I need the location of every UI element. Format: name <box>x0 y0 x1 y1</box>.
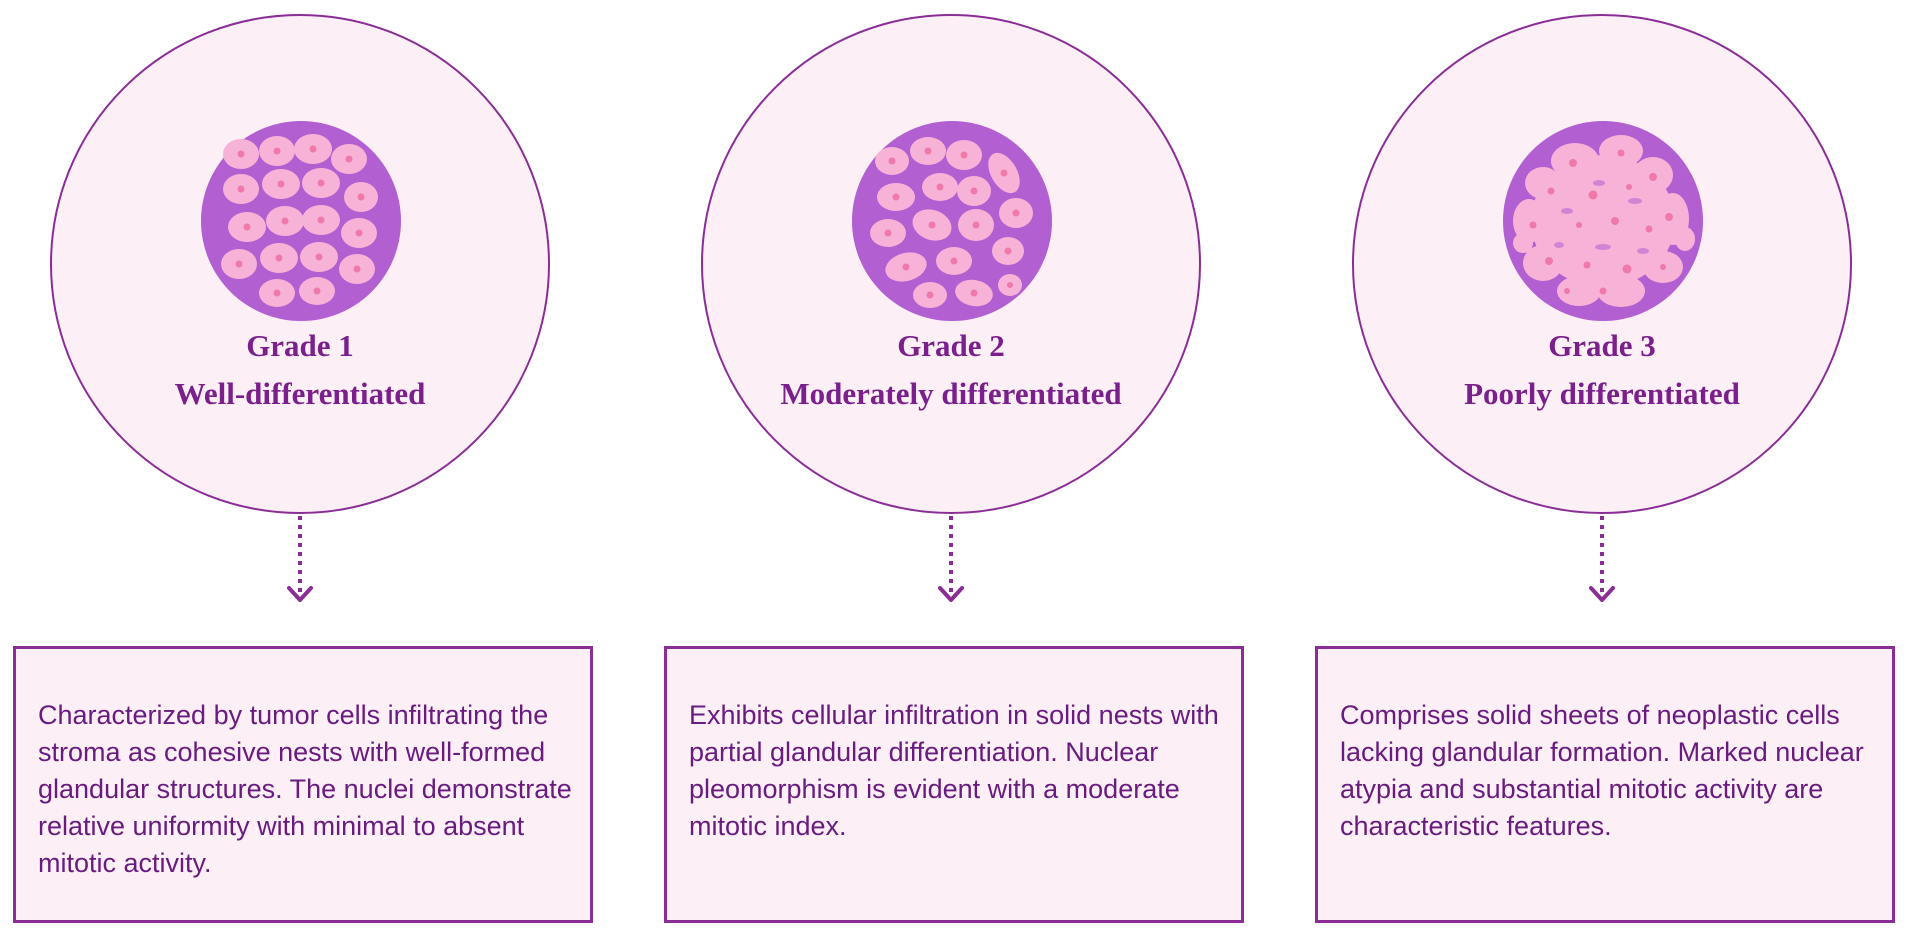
cell-cluster <box>221 134 378 307</box>
grade-3-title: Grade 3 <box>1548 328 1656 363</box>
grade-1-column: Grade 1 Well-differentiated Characterize… <box>0 0 600 937</box>
grade-1-circle: Grade 1 Well-differentiated <box>50 14 550 514</box>
solid-nests-partial-glands-icon <box>852 121 1052 321</box>
grade-2-description-box: Exhibits cellular infiltration in solid … <box>664 646 1244 923</box>
sheet-gaps <box>1554 180 1649 254</box>
grade-3-column: Grade 3 Poorly differentiated Comprises … <box>1302 0 1902 937</box>
grade-2-description: Exhibits cellular infiltration in solid … <box>689 700 1219 841</box>
dotted-down-arrow-icon <box>1589 516 1615 602</box>
grade-2-circle: Grade 2 Moderately differentiated <box>701 14 1201 514</box>
grade-3-differentiation: Poorly differentiated <box>1464 376 1740 411</box>
solid-sheets-atypia-icon <box>1503 121 1703 321</box>
cohesive-glandular-nests-icon <box>201 121 401 321</box>
dotted-down-arrow-icon <box>287 516 313 602</box>
grade-1-description: Characterized by tumor cells infiltratin… <box>38 700 572 878</box>
grade-2-differentiation: Moderately differentiated <box>780 376 1122 411</box>
grade-3-circle: Grade 3 Poorly differentiated <box>1352 14 1852 514</box>
grade-2-column: Grade 2 Moderately differentiated Exhibi… <box>651 0 1251 937</box>
grade-1-differentiation: Well-differentiated <box>174 376 426 411</box>
cell-cluster <box>870 137 1033 308</box>
grade-3-description: Comprises solid sheets of neoplastic cel… <box>1340 700 1864 841</box>
grade-2-title: Grade 2 <box>897 328 1005 363</box>
grade-1-title: Grade 1 <box>246 328 354 363</box>
dotted-down-arrow-icon <box>938 516 964 602</box>
grade-1-description-box: Characterized by tumor cells infiltratin… <box>13 646 593 923</box>
atypical-nuclei <box>1529 149 1673 295</box>
grade-3-description-box: Comprises solid sheets of neoplastic cel… <box>1315 646 1895 923</box>
